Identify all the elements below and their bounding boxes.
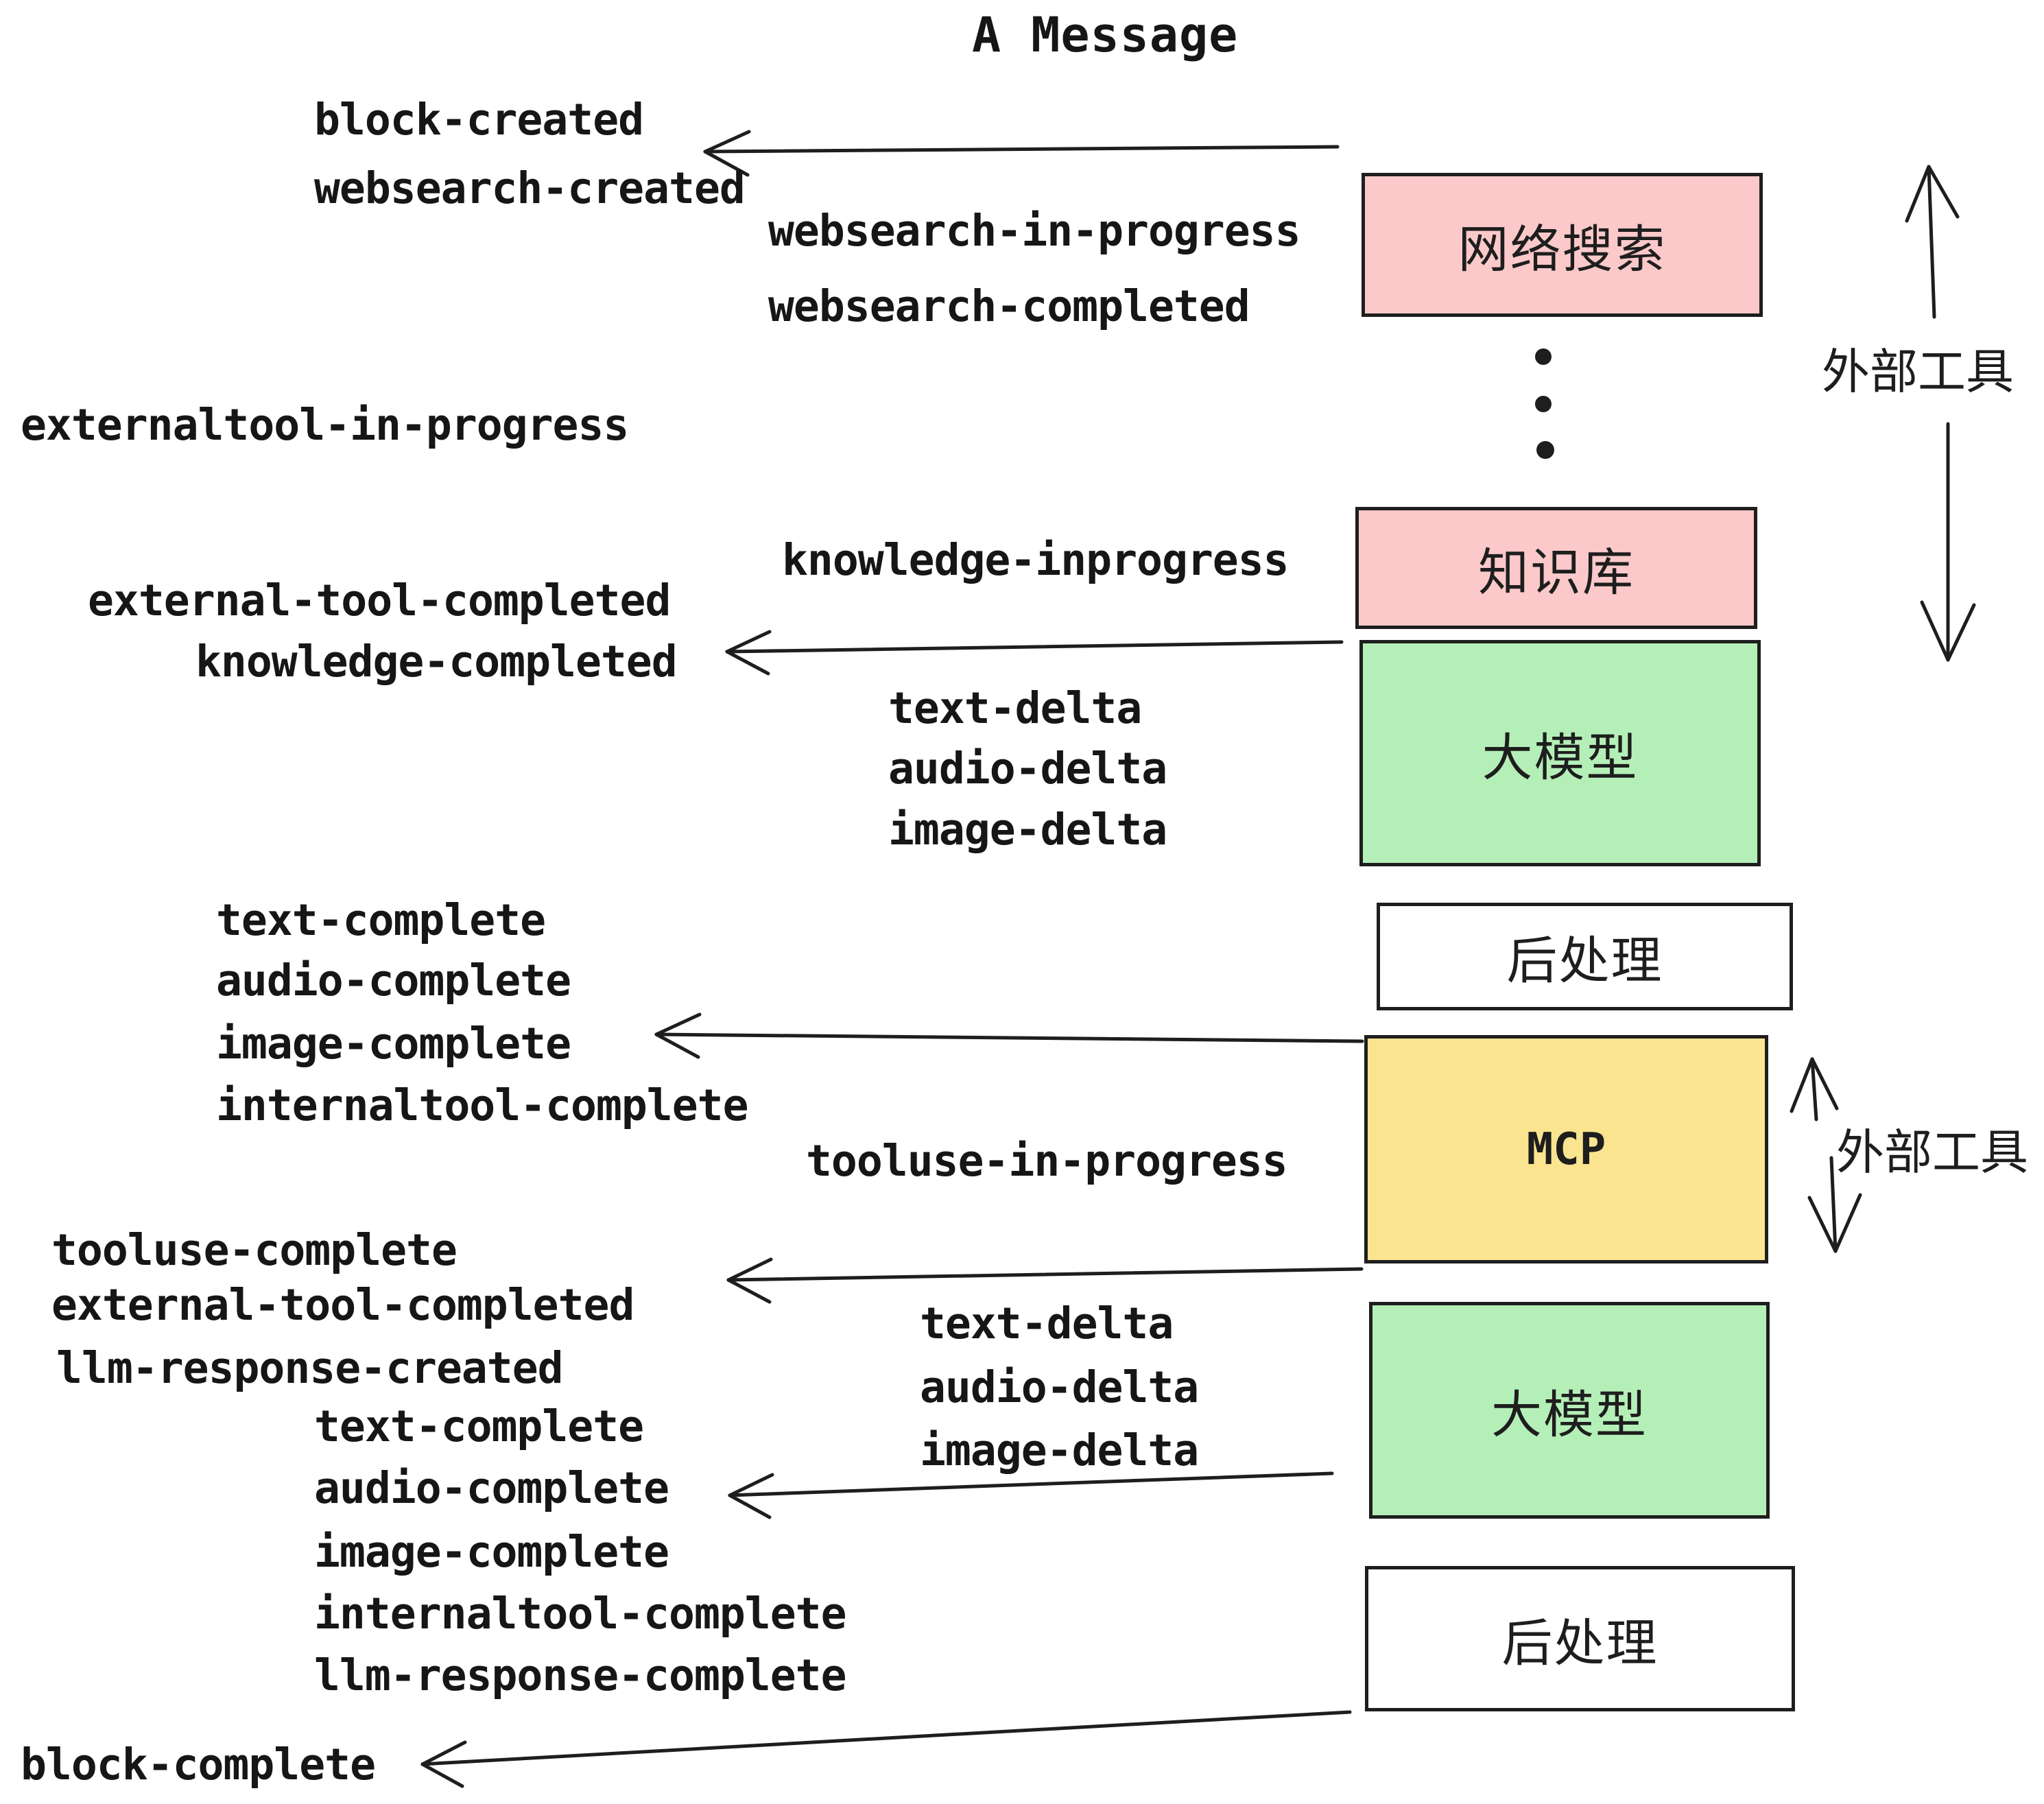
- box-knowledge-label: 知识库: [1478, 543, 1635, 601]
- event-label-externaltool-in-progress: externaltool-in-progress: [21, 400, 629, 450]
- event-label-audio-complete-mid: audio-complete: [216, 956, 571, 1006]
- box-postprocess-top-label: 后处理: [1506, 932, 1663, 989]
- event-label-text-delta-top: text-delta: [888, 683, 1142, 733]
- box-websearch-label: 网络搜索: [1458, 220, 1667, 278]
- event-label-block-complete: block-complete: [21, 1740, 376, 1790]
- box-llm-top-label: 大模型: [1482, 728, 1639, 786]
- event-label-websearch-completed: websearch-completed: [768, 281, 1250, 331]
- event-label-internaltool-complete-bottom: internaltool-complete: [314, 1589, 847, 1639]
- event-label-llm-response-created: llm-response-created: [56, 1343, 564, 1393]
- event-label-knowledge-completed: knowledge-completed: [195, 637, 678, 687]
- arrow-up-external-tools-mcp-icon: [1790, 1057, 1839, 1121]
- event-label-knowledge-inprogress: knowledge-inprogress: [782, 535, 1290, 585]
- event-label-external-tool-completed-bottom: external-tool-completed: [51, 1280, 634, 1330]
- box-mcp: MCP: [1364, 1035, 1768, 1263]
- event-label-websearch-created: websearch-created: [314, 163, 746, 213]
- box-llm-bottom-label: 大模型: [1491, 1386, 1648, 1443]
- event-label-audio-complete-bottom: audio-complete: [314, 1463, 669, 1513]
- box-llm-bottom: 大模型: [1369, 1302, 1770, 1519]
- arrow-up-external-tools-top-icon: [1905, 165, 1960, 319]
- event-label-text-complete-bottom: text-complete: [314, 1401, 644, 1451]
- diagram-title: A Message: [972, 7, 1239, 63]
- event-label-llm-response-complete: llm-response-complete: [314, 1650, 847, 1700]
- box-knowledge: 知识库: [1355, 507, 1757, 629]
- box-websearch: 网络搜索: [1362, 173, 1763, 317]
- event-label-image-complete-bottom: image-complete: [314, 1527, 669, 1577]
- event-label-block-created: block-created: [314, 95, 644, 145]
- event-label-audio-delta-top: audio-delta: [888, 744, 1167, 794]
- arrow-to-knowledge-completed-icon: [725, 630, 1344, 676]
- event-label-text-complete-mid: text-complete: [216, 895, 546, 945]
- event-label-external-tool-completed-top: external-tool-completed: [88, 575, 671, 626]
- event-label-tooluse-complete: tooluse-complete: [51, 1225, 457, 1275]
- box-postprocess-top: 后处理: [1377, 903, 1793, 1010]
- arrow-to-block-complete-icon: [420, 1710, 1352, 1788]
- arrow-to-block-created-icon: [703, 130, 1340, 177]
- event-label-text-delta-bottom: text-delta: [920, 1298, 1174, 1349]
- event-label-internaltool-complete-mid: internaltool-complete: [216, 1080, 749, 1130]
- box-postprocess-bottom-label: 后处理: [1501, 1614, 1659, 1672]
- box-postprocess-bottom: 后处理: [1365, 1566, 1795, 1711]
- arrow-to-image-complete-icon: [654, 1012, 1364, 1059]
- arrow-to-tooluse-complete-icon: [726, 1257, 1364, 1304]
- arrow-to-audio-complete-icon: [728, 1471, 1334, 1519]
- box-mcp-label: MCP: [1526, 1124, 1606, 1175]
- event-label-audio-delta-bottom: audio-delta: [920, 1362, 1199, 1412]
- box-llm-top: 大模型: [1359, 640, 1761, 866]
- vertical-ellipsis-dots-icon: [1535, 348, 1554, 459]
- external-tools-label-mcp: 外部工具: [1836, 1126, 2028, 1179]
- arrow-down-external-tools-top-icon: [1920, 422, 1976, 662]
- external-tools-label-top: 外部工具: [1822, 345, 2014, 399]
- event-label-websearch-in-progress: websearch-in-progress: [768, 206, 1301, 256]
- event-label-tooluse-in-progress: tooluse-in-progress: [806, 1136, 1288, 1186]
- event-label-image-delta-top: image-delta: [888, 805, 1167, 855]
- event-label-image-complete-mid: image-complete: [216, 1019, 571, 1069]
- event-label-image-delta-bottom: image-delta: [920, 1425, 1199, 1475]
